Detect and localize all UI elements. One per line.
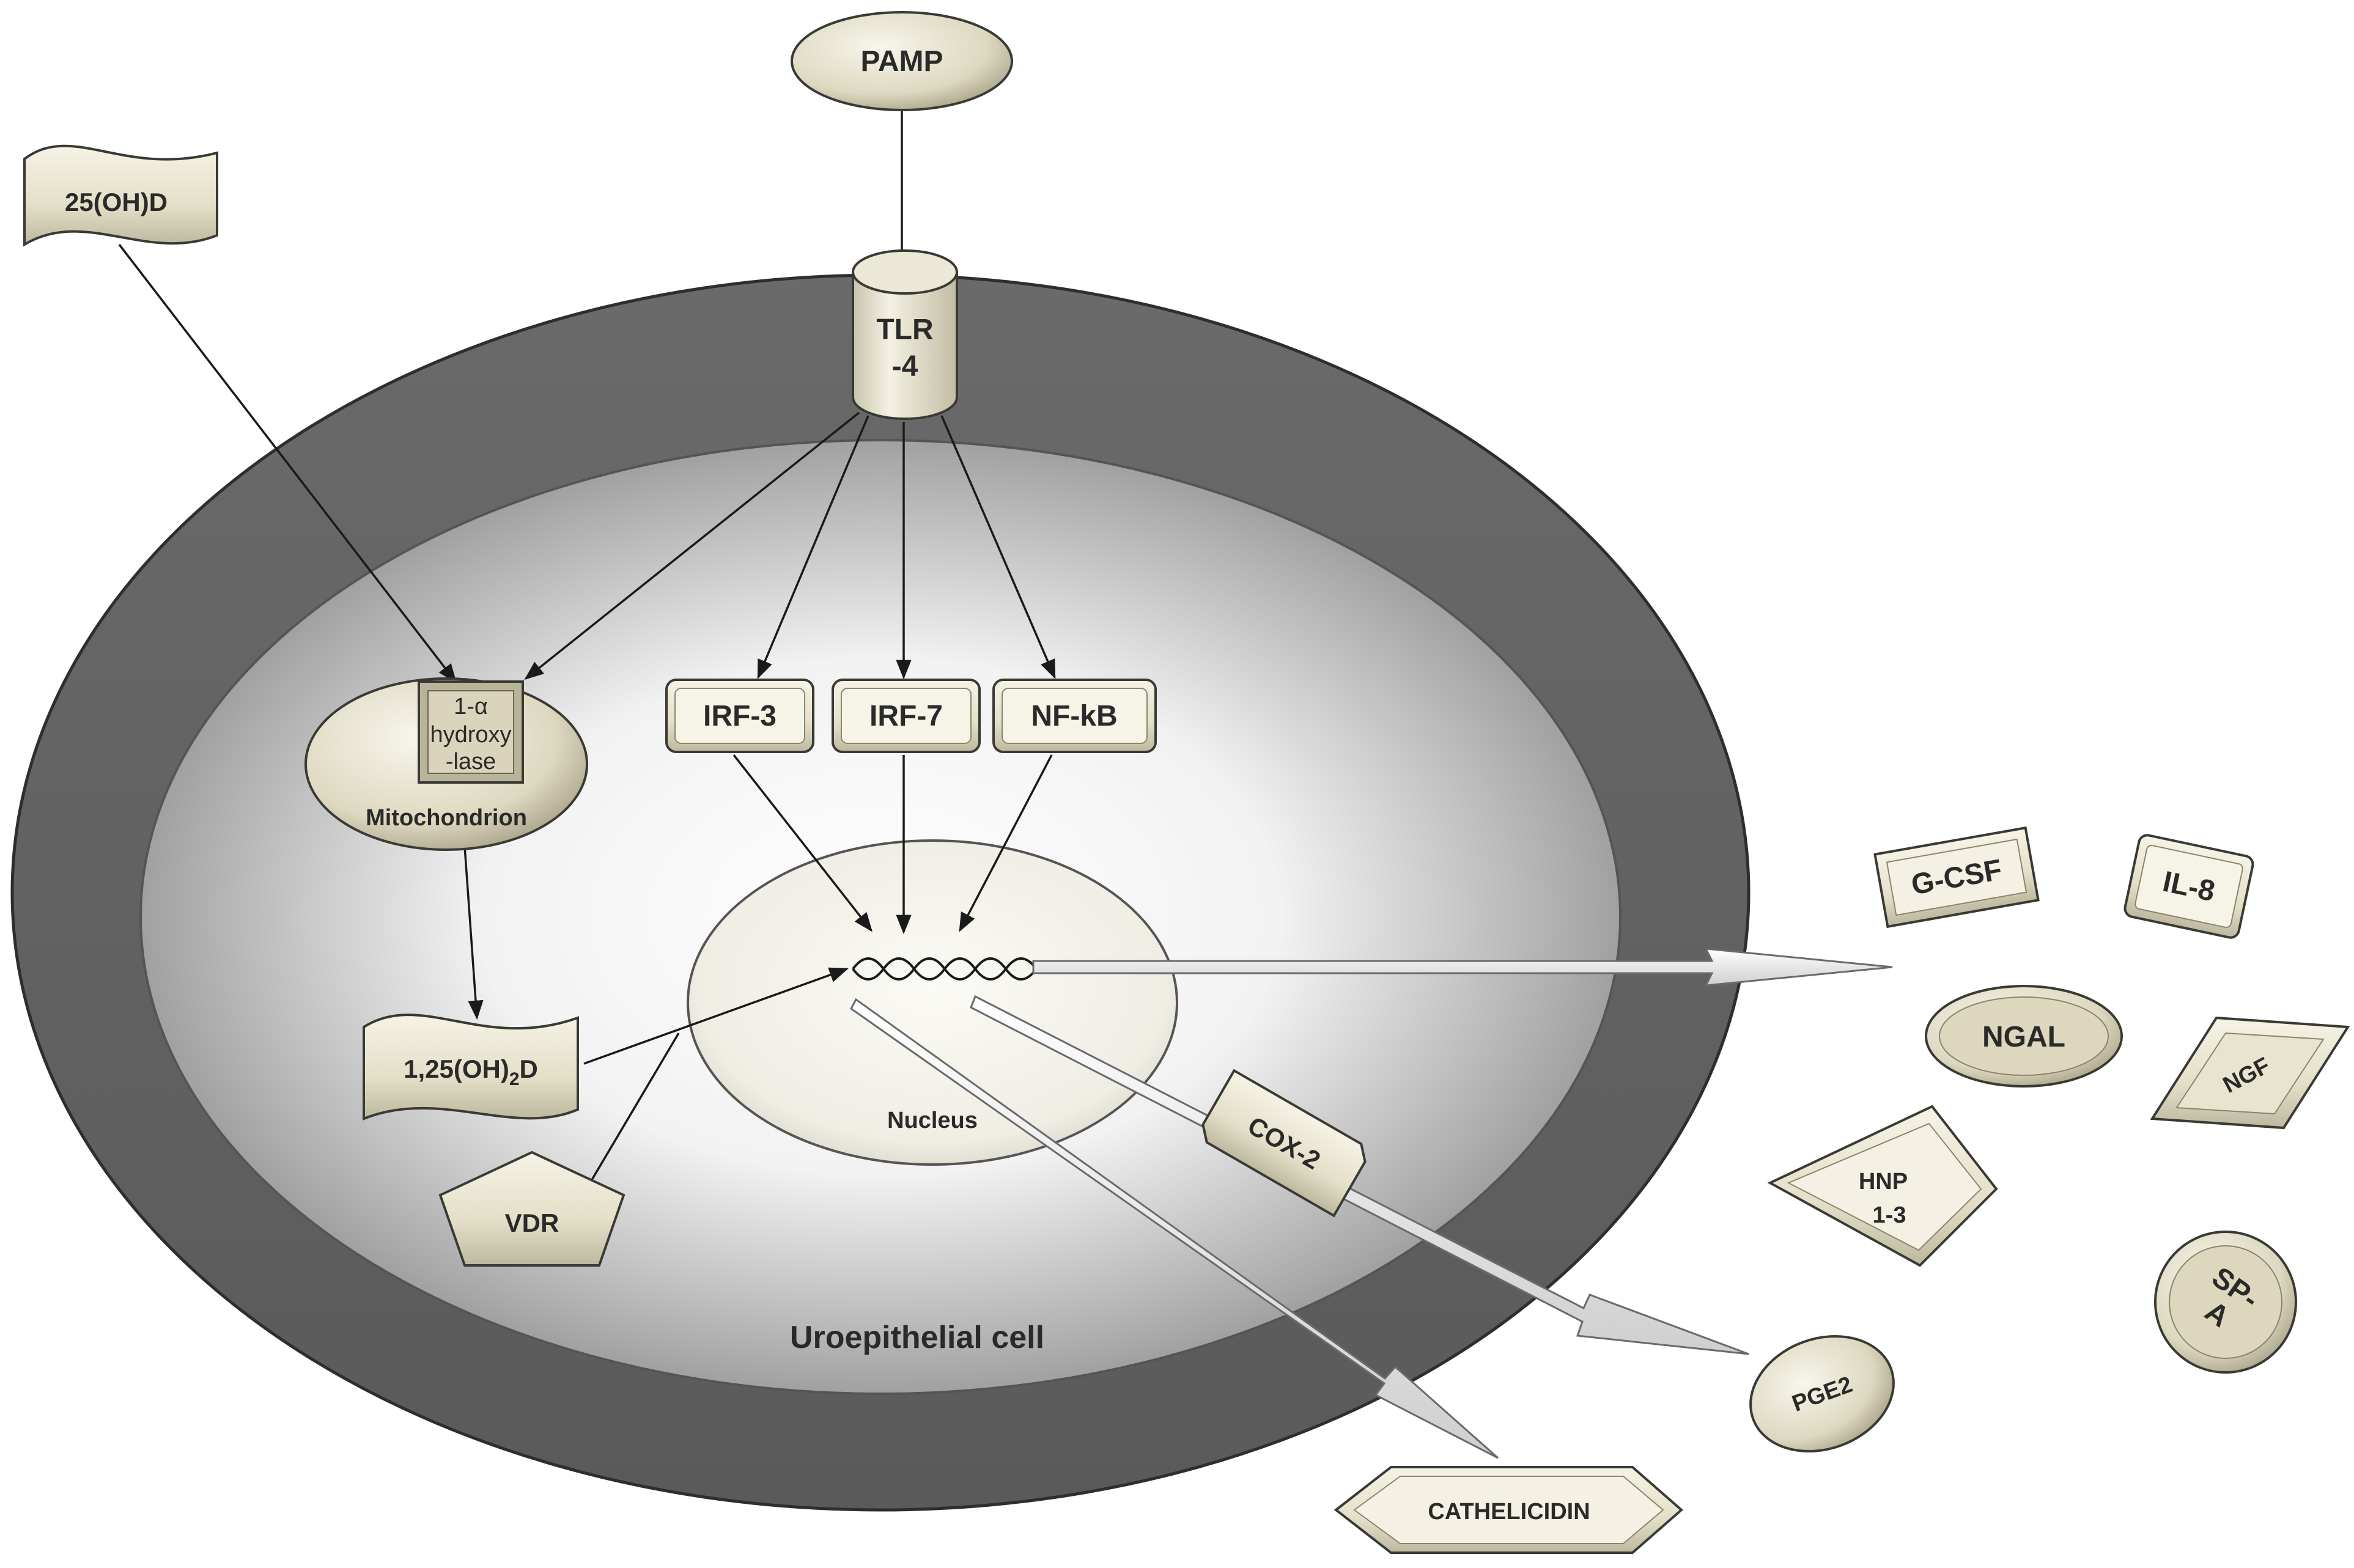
dna-helix-icon — [852, 957, 1038, 981]
ngf-node: NGF — [2150, 1016, 2350, 1130]
calcitriol-node: 1,25(OH)2D — [363, 1014, 579, 1121]
arrow-substrate-enzyme — [118, 243, 457, 683]
nucleus — [687, 839, 1178, 1166]
spa-node: SP- A — [2154, 1231, 2297, 1374]
hnp-label-line1: HNP — [1859, 1169, 1908, 1194]
line-vdr-link — [589, 1032, 680, 1183]
irf7-node: IRF-7 — [832, 679, 981, 753]
calcitriol-sub: 2 — [509, 1069, 520, 1089]
pge2-node: PGE2 — [1749, 1334, 1895, 1453]
calcitriol-tail: D — [520, 1055, 538, 1083]
enzyme-line2: hydroxy — [430, 722, 511, 748]
nfkb-label: NF-kB — [1031, 700, 1117, 732]
arrow-dna-cathelicidin — [850, 998, 1499, 1459]
arrow-mito-calcitriol — [463, 846, 484, 1020]
irf7-label: IRF-7 — [869, 700, 943, 732]
ngal-label: NGAL — [1982, 1021, 2065, 1053]
arrow-dna-pge2 — [970, 995, 1749, 1355]
cathelicidin-node: CATHELICIDIN — [1334, 1466, 1684, 1554]
calcitriol-main: 1,25(OH) — [404, 1055, 509, 1083]
cell-label: Uroepithelial cell — [790, 1320, 1044, 1355]
mitochondrion: 1-α hydroxy -lase Mitochondrion — [304, 677, 588, 851]
arrow-tlr-nfkb — [940, 415, 1056, 679]
arrow-tlr-irf3 — [757, 415, 869, 679]
arrow-dna-outputs — [1032, 948, 1893, 987]
calcitriol-label: 1,25(OH)2D — [404, 1055, 538, 1089]
arrow-tlr-enzyme — [524, 411, 860, 680]
hnp-node: HNP 1-3 — [1767, 1105, 1998, 1267]
irf3-label: IRF-3 — [703, 700, 777, 732]
nfkb-node: NF-kB — [992, 679, 1157, 753]
cox2-node: COX-2 — [1201, 1069, 1367, 1218]
gcsf-node: G-CSF — [1873, 826, 2040, 929]
tlr4-label-line1: TLR — [876, 314, 933, 346]
enzyme-line3: -lase — [446, 749, 496, 775]
tlr4-receptor: TLR -4 — [852, 249, 958, 420]
il8-node: IL-8 — [2123, 834, 2254, 939]
pamp-label: PAMP — [860, 45, 943, 78]
arrow-nfkb-dna — [959, 754, 1053, 932]
nucleus-label: Nucleus — [887, 1108, 978, 1133]
hnp-label-line2: 1-3 — [1873, 1202, 1906, 1228]
tlr4-label-line2: -4 — [892, 350, 918, 383]
mitochondrion-label: Mitochondrion — [366, 805, 527, 831]
pamp-node — [791, 11, 1013, 111]
substrate-25ohd: 25(OH)D — [23, 144, 218, 247]
arrow-calcitriol-dna — [583, 967, 849, 1065]
vdr-node: VDR — [438, 1150, 625, 1267]
ngal-node: NGAL — [1925, 985, 2123, 1088]
arrow-irf3-dna — [732, 754, 873, 932]
substrate-label: 25(OH)D — [65, 188, 168, 216]
vdr-label: VDR — [505, 1209, 559, 1237]
irf3-node: IRF-3 — [665, 679, 814, 753]
cathelicidin-label: CATHELICIDIN — [1428, 1499, 1590, 1525]
enzyme-line1: 1-α — [454, 694, 488, 720]
